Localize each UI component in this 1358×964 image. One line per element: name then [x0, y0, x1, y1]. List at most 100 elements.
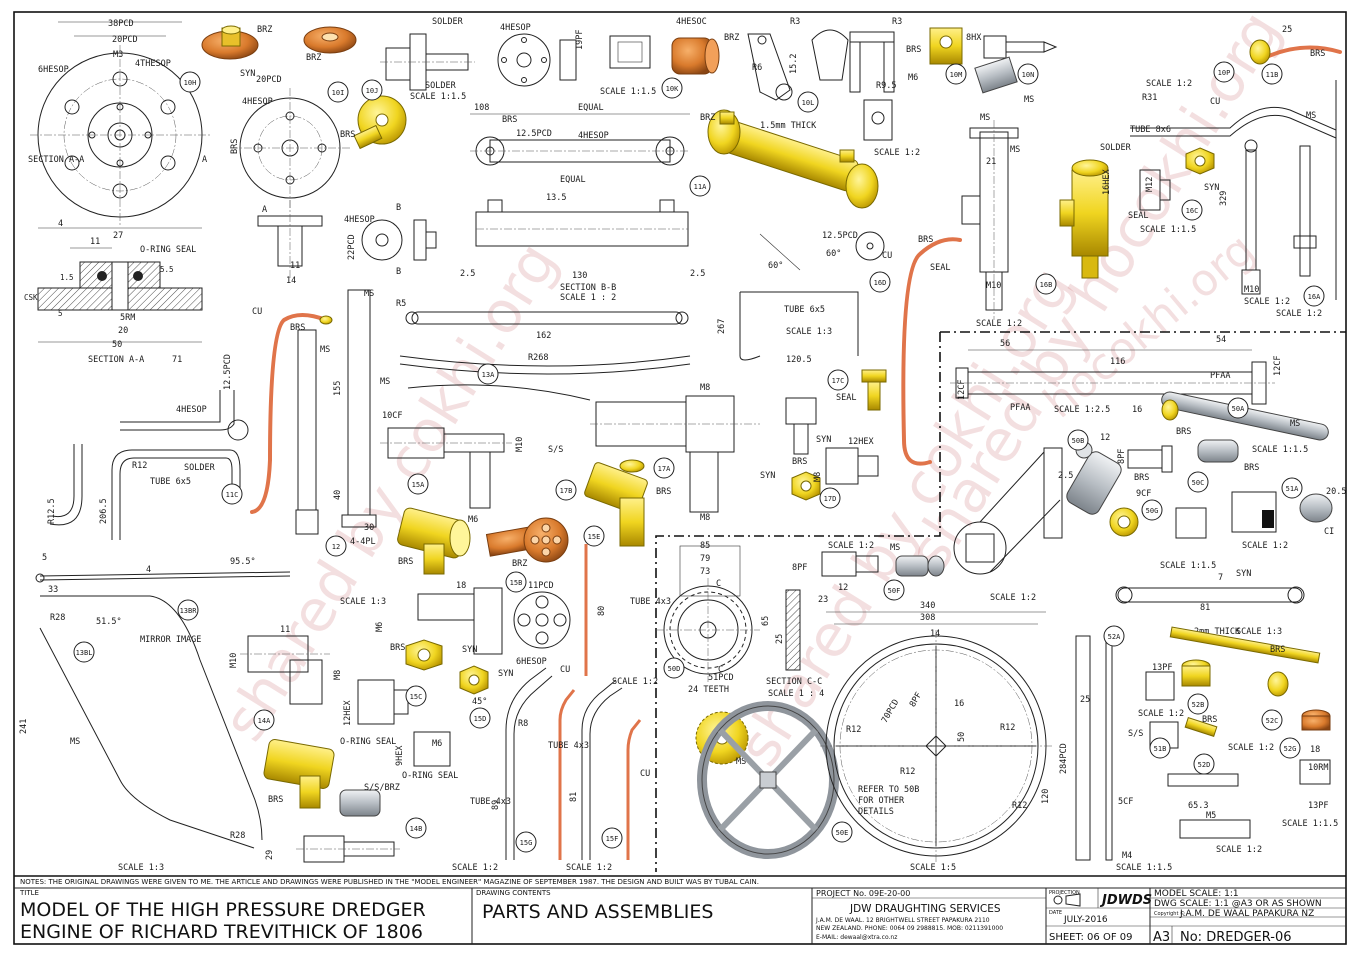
label: SCALE 1 : 4: [768, 689, 824, 699]
part-callout-label: 50G: [1146, 507, 1159, 515]
label: MS: [736, 757, 746, 767]
label: 11PCD: [528, 581, 554, 591]
company-name: JDW DRAUGHTING SERVICES: [849, 903, 1001, 915]
tubes-13b: 33 4 95.5° 51.5° R28 MIRROR IMAGE MS 241…: [19, 557, 291, 873]
part-callout-51b: 51B: [1149, 737, 1171, 759]
label: SYN: [1204, 183, 1219, 193]
part-callout-label: 17A: [658, 465, 671, 473]
label: R12: [900, 767, 915, 777]
label: O-RING SEAL: [340, 737, 396, 747]
label: SCALE 1:2: [566, 863, 612, 873]
label: 329: [1219, 191, 1229, 206]
label: 2.5: [690, 269, 705, 279]
part-callout-label: 52G: [1284, 745, 1297, 753]
label: 25: [1282, 25, 1292, 35]
label: 25: [775, 634, 785, 644]
label: SCALE 1:1.5: [1140, 225, 1196, 235]
part-callout-label: 15C: [410, 693, 423, 701]
part-callout-52g: 52G: [1279, 737, 1301, 759]
flange-10h-front-view: 38PCD 20PCD M3 4THESOP 6HESOP SECTION A-…: [28, 19, 210, 241]
part-callout-label: 10L: [802, 99, 815, 107]
drawing-scale: DWG SCALE: 1:1 @A3 OR AS SHOWN: [1154, 899, 1322, 909]
label: M10: [229, 653, 239, 668]
label: 155: [333, 381, 343, 396]
project-number: PROJECT No. 09E-20-00: [816, 889, 910, 898]
label: 8PF: [1117, 449, 1127, 464]
label: 18: [456, 581, 466, 591]
part-callout-50b: 50B: [1067, 429, 1089, 451]
part-callout-label: 17C: [832, 377, 845, 385]
email: E-MAIL: dewaal@xtra.co.nz: [816, 934, 897, 941]
part-callout-52b: 52B: [1187, 693, 1209, 715]
label: M5: [1206, 811, 1216, 821]
part-callout-13bl: 13BL: [73, 641, 95, 663]
label: B: [396, 267, 401, 277]
label: SOLDER: [425, 81, 457, 91]
label: B: [396, 203, 401, 213]
label: SCALE 1:3: [786, 327, 832, 337]
label: 4HESOP: [578, 131, 609, 141]
pipe-11c: CU BRS 12.5PCD 4HESOP R12 SOLDER TUBE 6x…: [42, 307, 333, 563]
label: SCALE 1:2: [612, 677, 658, 687]
part-callout-10n: 10N: [1017, 63, 1039, 85]
part-callout-11c: 11C: [221, 483, 243, 505]
label: 23: [818, 595, 828, 605]
part-15c-15d: 12HEX O-RING SEAL 9HEX O-RING SEAL M6 BR…: [340, 639, 513, 781]
label: CU: [882, 251, 892, 261]
label: MS: [1024, 95, 1034, 105]
label: 51.5°: [96, 617, 122, 627]
label: 11: [90, 237, 100, 247]
part-callout-label: 16C: [1186, 207, 1199, 215]
projection-label: PROJECTION: [1049, 890, 1080, 896]
label: BRS: [1202, 715, 1217, 725]
label: MS: [320, 345, 330, 355]
column-12: MS 155 40 4-4PL 30 SCALE 1:3 MS: [295, 289, 386, 607]
part-14b-drawing: [296, 835, 400, 863]
label: O-RING SEAL: [140, 245, 196, 255]
label: 95.5°: [230, 557, 256, 567]
label: MS: [980, 113, 990, 123]
label: BRS: [1176, 427, 1191, 437]
part-callout-label: 51B: [1154, 745, 1167, 753]
part-16c: 16HEX M12 SEAL SYN SCALE 1:1.5: [1102, 147, 1219, 235]
label: 4HESOP: [176, 405, 207, 415]
label: BRS: [906, 45, 921, 55]
part-15b-render: BRZ: [485, 517, 569, 569]
label: C: [718, 665, 723, 675]
label: SCALE 1:1.5: [410, 92, 466, 102]
label: 12.5PCD: [223, 354, 233, 390]
part-callout-label: 10J: [366, 87, 379, 95]
label: 108: [474, 103, 489, 113]
part-10k-drawing: 4HESOP 19PF SCALE 1:1.5 4HESOC BRZ: [497, 17, 739, 97]
label: SCALE 1:1.5: [600, 87, 656, 97]
label: DETAILS: [858, 807, 894, 817]
part-callout-label: 15A: [412, 481, 425, 489]
label: SYN: [462, 645, 477, 655]
label: M8: [813, 472, 823, 482]
label: 5RM: [120, 313, 135, 323]
label: SEAL: [1128, 211, 1148, 221]
label: 15.2: [789, 54, 799, 74]
label: CI: [1324, 527, 1334, 537]
part-callout-10m: 10M: [945, 63, 967, 85]
label: 51PCD: [708, 673, 734, 683]
model-scale: MODEL SCALE: 1:1: [1154, 889, 1239, 899]
part-15a-drawing: 10CF M10 M6 S/S: [380, 411, 563, 525]
part-callout-15e: 15E: [583, 525, 605, 547]
label: 33: [48, 585, 58, 595]
label: SCALE 1:1.5: [1252, 445, 1308, 455]
label: MS: [1290, 419, 1300, 429]
label: SCALE 1:1.5: [1282, 819, 1338, 829]
date: JULY-2016: [1063, 915, 1108, 925]
address-line1: J.A.M. DE WAAL. 12 BRIGHTWELL STREET PAP…: [815, 917, 990, 924]
sheet-number: SHEET: 06 OF 09: [1049, 932, 1133, 943]
label: 30: [364, 523, 374, 533]
gear-50d: 85 79 73 C C 24 TEETH 51PCD SECTION C-C …: [656, 541, 824, 767]
link-52a: 81 7 2mm THICK SCALE 1:3 BRS: [1115, 573, 1321, 664]
part-callout-16b: 16B: [1035, 273, 1057, 295]
part-callout-label: 17D: [824, 495, 837, 503]
label: M10: [986, 281, 1001, 291]
label: 9HEX: [395, 745, 405, 766]
label: M6: [432, 739, 442, 749]
label: BRS: [340, 130, 355, 140]
